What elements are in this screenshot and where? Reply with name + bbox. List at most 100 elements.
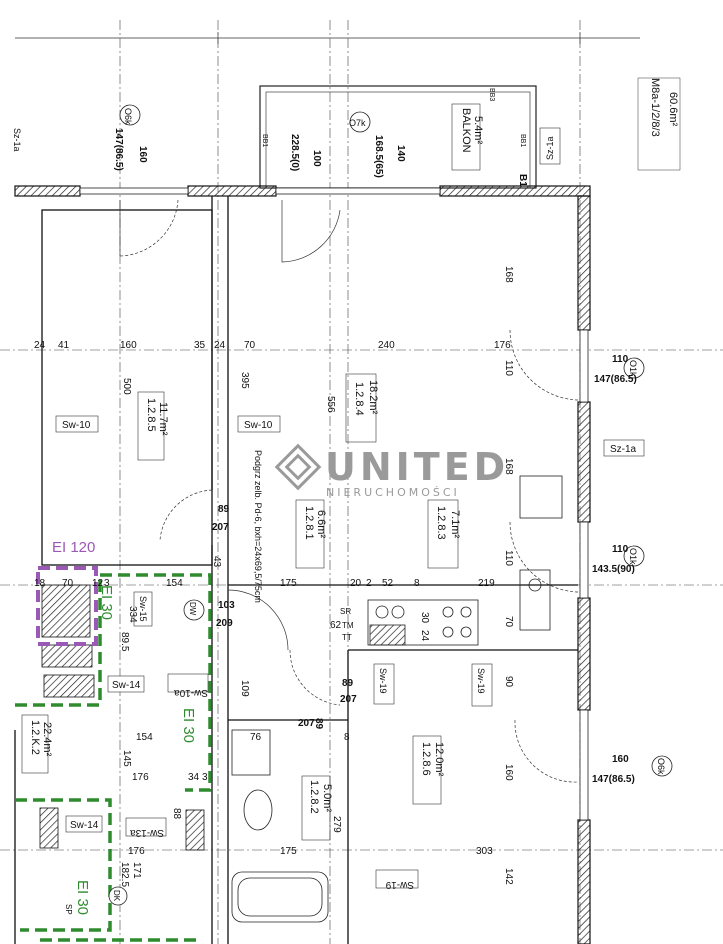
- dimension-label: 168.5(65): [373, 135, 384, 178]
- wall-tag-sz1a-left: Sz-1a: [12, 128, 22, 152]
- room-1286-code: 1.2.8.6: [420, 742, 432, 776]
- wall-tag-sw14-a: Sw-14: [112, 680, 141, 691]
- room-labels: [21, 373, 459, 841]
- logo-name: UNITED: [325, 445, 509, 489]
- heating-note: Podgrz zelb. Pd-6, bxh=24x69,5/75cm: [253, 450, 263, 603]
- dimension-label: 41: [58, 340, 70, 351]
- wall-tag-sw10-left: Sw-10: [62, 420, 91, 431]
- dimension-label: 3: [104, 578, 110, 589]
- wall-tag-sw14-b: Sw-14: [70, 820, 99, 831]
- wall-tag-sw10-mid: Sw-10: [244, 420, 273, 431]
- balcony-code: B1: [517, 174, 528, 187]
- dimension-label: 110: [503, 360, 514, 376]
- dimension-label: 89.5: [119, 632, 130, 652]
- dimension-label: 103: [218, 600, 235, 611]
- dimension-label: 110: [612, 544, 629, 555]
- wall-tag-sw19-c: Sw-19: [385, 879, 414, 890]
- dimension-label: 3: [202, 772, 208, 783]
- dimension-label: 100: [311, 150, 322, 167]
- dimension-label: 207: [212, 522, 229, 533]
- dimension-label: O1k: [628, 548, 638, 565]
- dimension-label: 18: [34, 578, 46, 589]
- dimension-label: 147(86.5): [594, 374, 637, 385]
- dimension-label: 12: [92, 578, 104, 589]
- fire-rating-ei30-a: EI 30: [98, 585, 115, 620]
- dimension-label: 89: [313, 718, 324, 730]
- dimension-label: 110: [612, 354, 629, 365]
- wall-tag-tt: TT: [342, 633, 352, 642]
- dimension-label: 303: [476, 846, 493, 857]
- dimension-label: 89: [218, 504, 230, 515]
- dimension-label: 147(86.5): [592, 774, 635, 785]
- logo-watermark: UNITED NIERUCHOMOŚCI: [274, 443, 509, 499]
- bathroom-fixtures: [231, 729, 329, 923]
- dimension-label: 176: [494, 340, 511, 351]
- room-1284-code: 1.2.8.4: [353, 382, 365, 416]
- dimension-label: 35: [194, 340, 206, 351]
- dimension-label: 279: [331, 816, 342, 833]
- dimension-label: 109: [239, 680, 250, 697]
- dimension-texts: 24 41 160 35 24 70 240 176 168 110 168 1…: [34, 266, 514, 887]
- dimension-label: 207: [298, 718, 315, 729]
- dimension-label: 175: [280, 846, 297, 857]
- dimension-label: 24: [214, 340, 226, 351]
- dimension-label: 142: [503, 868, 514, 885]
- room-1286-area: 12.0m²: [433, 742, 445, 777]
- window-tag-o1k-b: O1k 110 143.5(90): [592, 544, 645, 575]
- dimension-label: 2: [366, 578, 372, 589]
- dimension-label: 8: [414, 578, 420, 589]
- wall-tag-sz1a-right: Sz-1a: [610, 444, 637, 455]
- room-1281-area: 6.6m²: [315, 510, 327, 538]
- balcony-bb3: BB3: [488, 88, 495, 101]
- wall-tags: [55, 127, 645, 889]
- fire-rating-ei120: EI 120: [52, 539, 95, 556]
- dimension-label: 76: [250, 732, 262, 743]
- balcony-name: BALKON: [460, 108, 472, 153]
- dimension-label: O6k: [656, 758, 666, 775]
- dimension-label: 154: [136, 732, 153, 743]
- windows: [79, 187, 589, 821]
- wall-tag-sw15: Sw-15: [138, 596, 148, 622]
- dimension-label: 24: [34, 340, 46, 351]
- dimension-label: 240: [378, 340, 395, 351]
- ei120-zone: [36, 566, 98, 646]
- room-1284-area: 18.2m²: [367, 380, 379, 415]
- balcony-area: 5.4m²: [472, 116, 484, 144]
- dimension-label: O1k: [628, 360, 638, 377]
- dimension-label: 88: [171, 808, 182, 820]
- dimension-label: 334: [127, 606, 138, 623]
- wall-tag-sz1a-top: Sz-1a: [545, 136, 555, 160]
- logo-diamond-icon: [274, 443, 322, 491]
- dimension-label: 140: [395, 145, 406, 162]
- room-1283-area: 7.1m²: [449, 510, 461, 538]
- top-dimension-line: [15, 32, 640, 44]
- dimension-label: O7k: [349, 118, 366, 128]
- room-1285-area: 11.7m²: [157, 402, 169, 436]
- apartment-code: M8a-1/2/8/3: [649, 78, 661, 137]
- dimension-label: 168: [503, 266, 514, 283]
- room-1282-code: 1.2.8.2: [308, 780, 320, 814]
- dimension-label: 70: [503, 616, 514, 628]
- balcony-labels: BALKON 5.4m² B1 BB3 BB1 BB1: [261, 88, 528, 187]
- room-1282-area: 5.0m²: [321, 784, 333, 812]
- logo-sub: NIERUCHOMOŚCI: [326, 486, 460, 499]
- apartment-label: M8a-1/2/8/3 60.6m²: [637, 77, 681, 171]
- wall-tag-sw10a: Sw-10a: [174, 687, 208, 698]
- window-tag-o6k-top: O6k 160 147(86.5): [113, 104, 148, 171]
- dimension-label: 556: [325, 396, 336, 413]
- dimension-label: 30: [419, 612, 430, 624]
- dimension-label: 147(86.5): [113, 128, 124, 171]
- dimension-label: 160: [612, 754, 629, 765]
- ei30-zones: [15, 573, 212, 942]
- dimension-label: 182.5: [119, 862, 130, 887]
- wall-tag-sw19-a: Sw-19: [378, 668, 388, 694]
- dimension-label: 500: [121, 378, 132, 395]
- wall-tag-sw13a: Sw-13a: [130, 827, 164, 838]
- room-1281-code: 1.2.8.1: [303, 506, 315, 540]
- room-1285-code: 1.2.8.5: [145, 398, 157, 432]
- outer-walls: [14, 185, 591, 944]
- wall-tag-dw: DW: [188, 602, 197, 616]
- dimension-label: 145: [121, 750, 132, 767]
- apartment-area: 60.6m²: [667, 92, 679, 127]
